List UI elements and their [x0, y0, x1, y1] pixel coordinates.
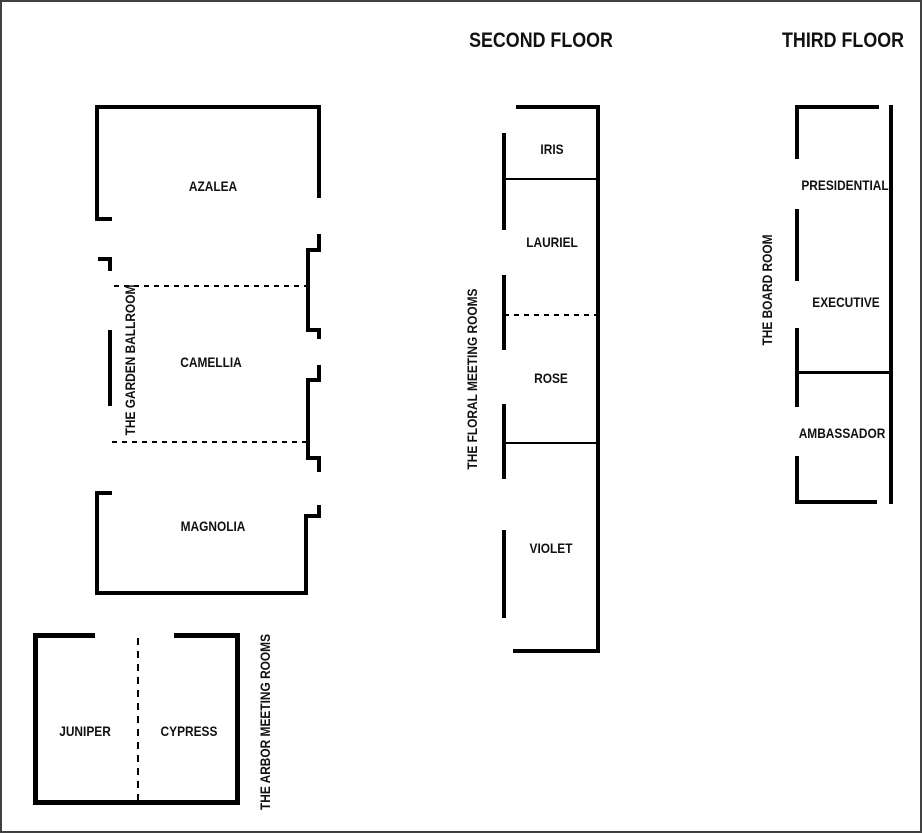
magnolia-left-wall [95, 491, 99, 595]
room-label-violet: VIOLET [529, 540, 573, 556]
magnolia-top-stub [95, 491, 112, 495]
board-left-wall-3 [795, 328, 799, 407]
arbor-left-wall [33, 633, 38, 805]
arbor-top-wall-left [33, 633, 95, 638]
arbor-right-wall [235, 633, 240, 805]
camellia-right-stub-4 [317, 456, 321, 472]
board-left-wall-4 [795, 456, 799, 504]
room-label-lauriel: LAURIEL [526, 234, 578, 250]
camellia-right-notch-1 [307, 248, 321, 252]
board-right-wall [889, 105, 893, 504]
second-floor-title: SECOND FLOOR [469, 29, 613, 52]
juniper-cypress-dashed-divider [137, 636, 139, 801]
floral-bottom-wall [513, 649, 600, 653]
room-label-magnolia: MAGNOLIA [180, 518, 246, 534]
camellia-right-wall-upper [306, 248, 310, 332]
board-left-wall-1 [795, 105, 799, 159]
room-label-cypress: CYPRESS [160, 723, 218, 739]
board-left-wall-2 [795, 209, 799, 281]
camellia-right-wall-lower [306, 378, 310, 460]
camellia-right-notch-3 [307, 378, 321, 382]
room-label-ambassador: AMBASSADOR [798, 425, 886, 441]
camellia-top-dashed-divider [114, 285, 307, 287]
arbor-top-wall-right [174, 633, 240, 638]
area-label-garden-ballroom: THE GARDEN BALLROOM [122, 284, 138, 436]
ballroom-corner-bracket-v [108, 257, 112, 271]
executive-ambassador-divider [795, 371, 889, 374]
board-bottom-wall [795, 500, 877, 504]
floral-left-wall-4 [502, 530, 506, 618]
floral-left-wall-2 [502, 275, 506, 350]
floral-left-wall-1 [502, 133, 506, 230]
magnolia-right-wall [304, 514, 308, 595]
floral-top-wall [516, 105, 600, 109]
floral-right-wall [596, 105, 600, 653]
camellia-right-notch-2 [307, 328, 321, 332]
third-floor-title: THIRD FLOOR [782, 29, 904, 52]
camellia-right-stub-1 [317, 234, 321, 252]
azalea-top-wall [95, 105, 321, 109]
camellia-right-stub-3 [317, 365, 321, 382]
lauriel-rose-dashed-divider [504, 314, 596, 316]
camellia-right-notch-4 [307, 456, 321, 460]
magnolia-right-stub [317, 505, 321, 518]
room-label-rose: ROSE [534, 370, 568, 386]
azalea-left-wall [95, 105, 99, 221]
azalea-left-foot-wall [95, 217, 112, 221]
room-label-presidential: PRESIDENTIAL [801, 177, 889, 193]
room-label-iris: IRIS [540, 141, 564, 157]
room-label-juniper: JUNIPER [59, 723, 111, 739]
floral-left-wall-3 [502, 404, 506, 479]
magnolia-right-notch [306, 514, 321, 518]
camellia-bottom-dashed-divider [112, 441, 306, 443]
board-top-wall [795, 105, 879, 109]
rose-violet-divider [504, 442, 596, 444]
iris-lauriel-divider [504, 178, 596, 180]
area-label-arbor: THE ARBOR MEETING ROOMS [257, 633, 273, 811]
azalea-right-wall [317, 105, 321, 198]
area-label-floral: THE FLORAL MEETING ROOMS [464, 288, 480, 470]
room-label-azalea: AZALEA [188, 178, 238, 194]
ballroom-left-wall [108, 330, 112, 406]
ballroom-corner-bracket-h [98, 257, 112, 261]
room-label-executive: EXECUTIVE [812, 294, 880, 310]
area-label-board-room: THE BOARD ROOM [759, 234, 775, 346]
magnolia-bottom-wall [95, 591, 308, 595]
room-label-camellia: CAMELLIA [180, 354, 242, 370]
arbor-bottom-wall [33, 800, 240, 805]
camellia-right-stub-2 [317, 328, 321, 339]
